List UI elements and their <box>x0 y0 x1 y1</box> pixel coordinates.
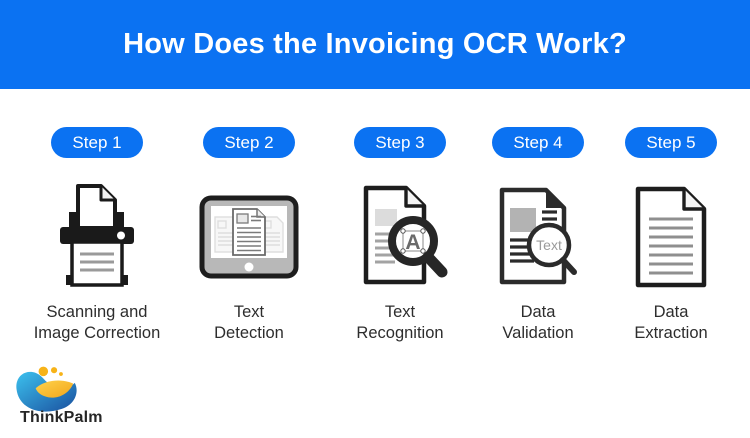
header-banner: How Does the Invoicing OCR Work? <box>0 0 750 89</box>
tablet-document-icon <box>199 195 299 279</box>
thinkpalm-logo: ThinkPalm <box>12 366 122 427</box>
page-title: How Does the Invoicing OCR Work? <box>123 28 627 60</box>
step-column-3: A Step 3 Text Recognition <box>315 127 485 344</box>
svg-text:A: A <box>405 231 420 254</box>
step-4-label: Data Validation <box>502 303 574 342</box>
step-1-badge: Step 1 <box>51 127 143 158</box>
step-column-1: Step 1 Scanning and Image Correction <box>12 127 182 344</box>
printer-scanner-icon <box>60 184 134 287</box>
step-1-label: Scanning and Image Correction <box>33 303 161 342</box>
step-column-5: Step 5 Data Extraction <box>586 127 750 344</box>
document-lines-icon <box>635 186 707 288</box>
step-2-label: Text Detection <box>214 303 284 342</box>
step-4-badge: Step 4 <box>492 127 584 158</box>
svg-text:Text: Text <box>536 237 562 253</box>
step-5-badge: Step 5 <box>625 127 717 158</box>
step-5-label: Data Extraction <box>634 303 708 342</box>
thinkpalm-wave-logo <box>16 366 77 412</box>
thinkpalm-logo-text: ThinkPalm <box>20 409 103 426</box>
document-magnifier-text-icon: Text <box>499 187 577 285</box>
step-3-label: Text Recognition <box>356 303 444 342</box>
step-2-badge: Step 2 <box>203 127 295 158</box>
step-column-2: Step 2 <box>164 127 334 344</box>
step-column-4: Step 4 Text Data Validation <box>453 127 623 344</box>
step-3-badge: Step 3 <box>354 127 446 158</box>
document-magnifier-letter-icon: A <box>363 185 448 285</box>
